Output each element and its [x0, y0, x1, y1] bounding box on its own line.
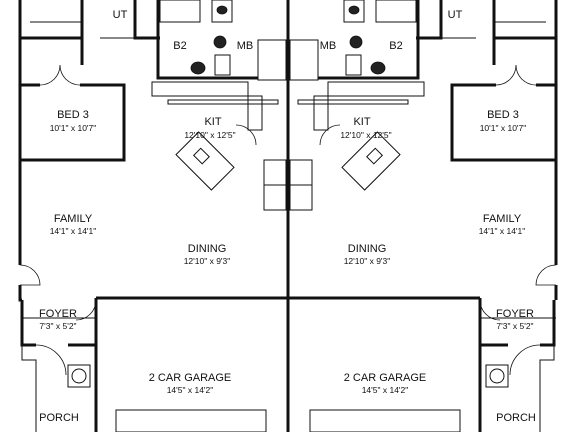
- bath-fixtures: [159, 0, 417, 81]
- right-dining-size: 12'10" x 9'3": [344, 256, 391, 266]
- porch-columns: [67, 364, 509, 388]
- right-kitchen-label: KIT: [353, 116, 370, 128]
- left-bed3-label: BED 3: [57, 109, 89, 121]
- right-foyer-size: 7'3" x 5'2": [496, 321, 533, 331]
- kitchen-islands: [175, 131, 401, 191]
- left-garage-label: 2 CAR GARAGE: [149, 372, 232, 384]
- right-utility-label: UT: [448, 9, 463, 21]
- right-unit-labels: UT B2 MB BED 3 10'1" x 10'7" KIT 12'10" …: [320, 9, 536, 424]
- left-garage-size: 14'5" x 14'2": [167, 385, 214, 395]
- left-bed3-size: 10'1" x 10'7": [50, 123, 97, 133]
- left-foyer-size: 7'3" x 5'2": [39, 321, 76, 331]
- right-bath2-label: B2: [389, 40, 402, 52]
- doors: [19, 64, 557, 376]
- left-unit-labels: UT B2 MB BED 3 10'1" x 10'7" KIT 12'10" …: [39, 9, 253, 424]
- right-family-label: FAMILY: [483, 213, 522, 225]
- right-porch-label: PORCH: [496, 412, 536, 424]
- walls: [18, 0, 558, 432]
- right-bed3-label: BED 3: [487, 109, 519, 121]
- left-foyer-label: FOYER: [39, 308, 77, 320]
- right-foyer-label: FOYER: [496, 308, 534, 320]
- left-dining-label: DINING: [188, 243, 227, 255]
- right-family-size: 14'1" x 14'1": [479, 226, 526, 236]
- left-porch-label: PORCH: [39, 412, 79, 424]
- right-kitchen-size: 12'10" x 12'5": [340, 130, 391, 140]
- left-kitchen-size: 12'10" x 12'5": [184, 130, 235, 140]
- left-master-bath-label: MB: [237, 40, 254, 52]
- right-dining-label: DINING: [348, 243, 387, 255]
- right-master-bath-label: MB: [320, 40, 337, 52]
- left-utility-label: UT: [113, 9, 128, 21]
- right-bed3-size: 10'1" x 10'7": [480, 123, 527, 133]
- left-bath2-label: B2: [173, 40, 186, 52]
- left-family-size: 14'1" x 14'1": [50, 226, 97, 236]
- right-garage-size: 14'5" x 14'2": [362, 385, 409, 395]
- left-family-label: FAMILY: [54, 213, 93, 225]
- left-kitchen-label: KIT: [204, 116, 221, 128]
- right-garage-label: 2 CAR GARAGE: [344, 372, 427, 384]
- left-dining-size: 12'10" x 9'3": [184, 256, 231, 266]
